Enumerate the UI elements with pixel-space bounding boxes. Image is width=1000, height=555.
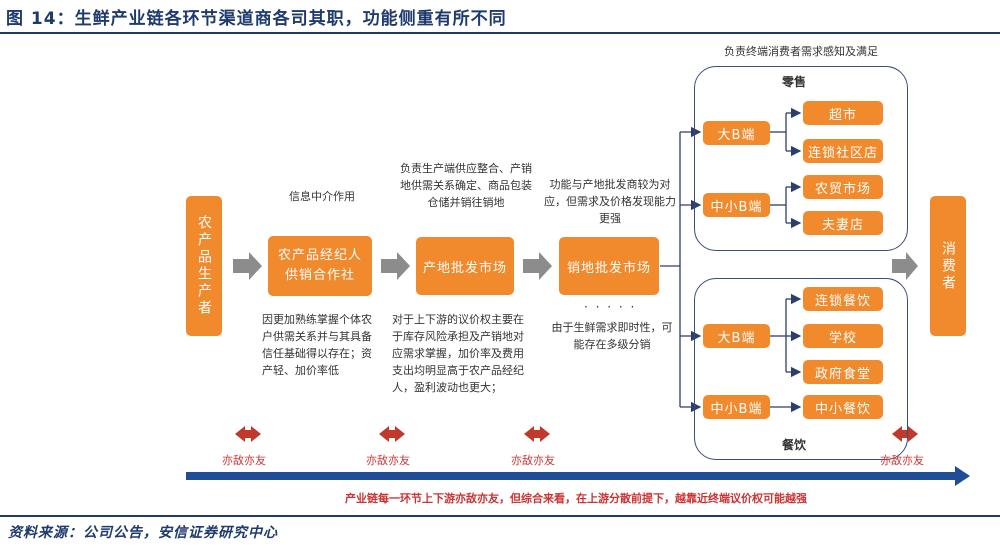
rival-label-1: 亦敌亦友: [222, 454, 266, 467]
node-retail-small-b: 中小B端: [703, 193, 770, 217]
node-consumer: 消费者: [930, 196, 966, 336]
flow-arrow-1: [233, 252, 262, 280]
node-origin-wholesale: 产地批发市场: [416, 237, 514, 295]
catering-label: 餐饮: [782, 438, 807, 452]
origin-top-note: 负责生产端供应整合、产销地供需关系确定、商品包装仓储并销往销地: [400, 162, 532, 209]
source-footer: 资料来源：公司公告，安信证券研究中心: [8, 525, 278, 541]
node-small-catering: 中小餐饮: [803, 395, 883, 419]
rival-label-2: 亦敌亦友: [366, 454, 410, 467]
retail-group: [694, 66, 908, 251]
rival-label-4: 亦敌亦友: [880, 454, 924, 467]
node-sales-wholesale: 销地批发市场: [559, 237, 659, 295]
catering-group: [694, 278, 908, 460]
sales-bottom-note: 由于生鲜需求即时性，可能存在多级分销: [551, 321, 673, 351]
origin-bottom-note: 对于上下游的议价权主要在于库存风险承担及产销地对应需求掌握，加价率及费用支出均明…: [392, 313, 524, 394]
node-farmers-market: 农贸市场: [803, 175, 883, 199]
node-producer: 农产品生产者: [186, 196, 222, 336]
node-broker: 农产品经纪人 供销合作社: [268, 236, 372, 296]
flow-arrow-4: [892, 252, 918, 280]
node-school: 学校: [803, 324, 883, 348]
title-divider: [0, 32, 1000, 34]
node-catering-small-b: 中小B端: [703, 395, 770, 419]
bottom-note: 产业链每一环节上下游亦敌亦友，但综合来看，在上游分散前提下，越靠近终端议价权可能…: [345, 492, 807, 505]
node-chain-catering: 连锁餐饮: [803, 287, 883, 311]
footer-divider: [0, 515, 1000, 517]
sales-dots: · · · · ·: [584, 300, 637, 314]
flow-arrow-3: [523, 252, 552, 280]
node-retail-big-b: 大B端: [703, 121, 770, 145]
broker-top-note: 信息中介作用: [289, 190, 355, 203]
retail-top-note: 负责终端消费者需求感知及满足: [724, 45, 878, 58]
broker-bottom-note: 因更加熟练掌握个体农户供需关系并与其具备信任基础得以存在；资产轻、加价率低: [262, 313, 372, 377]
node-gov-canteen: 政府食堂: [803, 360, 883, 384]
node-catering-big-b: 大B端: [703, 324, 770, 348]
node-mom-pop: 夫妻店: [803, 211, 883, 235]
timeline-arrow: [186, 466, 970, 486]
retail-label: 零售: [782, 75, 807, 89]
sales-top-note: 功能与产地批发商较为对应，但需求及价格发现能力更强: [544, 178, 676, 225]
page-title: 图 14：生鲜产业链各环节渠道商各司其职，功能侧重有所不同: [6, 9, 507, 29]
rival-label-3: 亦敌亦友: [511, 454, 555, 467]
node-supermarket: 超市: [803, 101, 883, 125]
flow-arrow-2: [381, 252, 410, 280]
node-chain-community: 连锁社区店: [803, 139, 883, 163]
